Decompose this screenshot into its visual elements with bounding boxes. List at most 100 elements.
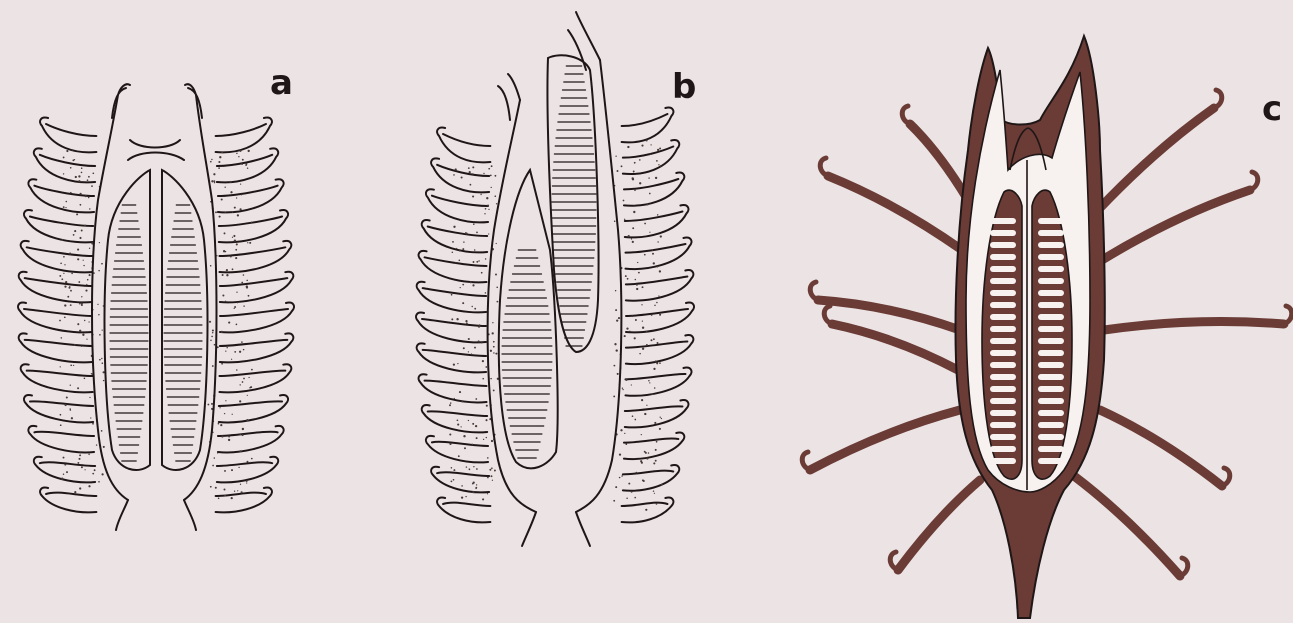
panel-b-right-spine	[626, 335, 694, 364]
panel-c-left-bar	[990, 254, 1016, 260]
stipple-dot	[461, 485, 463, 487]
stipple-dot	[632, 415, 634, 417]
stipple-dot	[496, 203, 497, 204]
panel-a-left-spine	[40, 488, 96, 513]
panel-c-left-bar	[990, 326, 1016, 332]
stipple-dot	[70, 192, 72, 194]
stipple-dot	[99, 359, 101, 361]
stipple-dot	[232, 414, 233, 415]
stipple-dot	[488, 209, 489, 210]
stipple-dot	[646, 457, 648, 459]
panel-b-right-spines	[622, 108, 694, 523]
stipple-dot	[659, 148, 661, 150]
panel-a-right-spine	[216, 488, 272, 513]
panel-a-left-spine	[21, 241, 93, 272]
stipple-dot	[248, 377, 249, 378]
stipple-dot	[618, 317, 620, 319]
stipple-dot	[488, 168, 490, 170]
stipple-dot	[234, 240, 236, 242]
stipple-dot	[494, 470, 496, 472]
stipple-dot	[213, 173, 215, 175]
stipple-dot	[240, 183, 241, 184]
stipple-dot	[661, 418, 662, 419]
stipple-dot	[491, 440, 493, 442]
stipple-dot	[66, 396, 68, 398]
stipple-dot	[77, 387, 79, 389]
stipple-dot	[251, 222, 252, 223]
stipple-dot	[63, 457, 65, 459]
stipple-dot	[212, 329, 214, 331]
stipple-dot	[103, 371, 105, 373]
stipple-dot	[86, 338, 87, 339]
stipple-dot	[456, 318, 458, 320]
panel-b-hatching	[502, 66, 596, 458]
stipple-dot	[643, 480, 645, 482]
stipple-dot	[614, 220, 616, 222]
stipple-dot	[650, 144, 651, 145]
stipple-dot	[218, 498, 220, 500]
stipple-dot	[70, 167, 72, 169]
panel-a-right-spine	[217, 457, 278, 483]
panel-a-right-spine	[216, 118, 272, 153]
stipple-dot	[211, 180, 213, 182]
panel-c-arm-hook	[1214, 90, 1222, 108]
stipple-dot	[65, 207, 66, 208]
stipple-dot	[455, 168, 457, 170]
panel-c-arm-hook	[1250, 172, 1258, 190]
panel-c-right-bar	[1038, 386, 1064, 392]
stipple-dot	[78, 281, 80, 283]
stipple-dot	[218, 423, 220, 425]
stipple-dot	[66, 201, 68, 203]
stipple-dot	[476, 468, 478, 470]
stipple-dot	[98, 270, 100, 272]
stipple-dot	[212, 332, 213, 333]
stipple-dot	[493, 352, 494, 353]
stipple-dot	[653, 490, 654, 491]
stipple-dot	[221, 152, 223, 154]
stipple-dot	[92, 473, 94, 475]
stipple-dot	[492, 480, 493, 481]
panel-c-left-bar	[990, 410, 1016, 416]
stipple-dot	[641, 304, 642, 305]
stipple-dot	[237, 214, 239, 216]
stipple-dot	[77, 323, 79, 325]
stipple-dot	[63, 156, 65, 158]
stipple-dot	[481, 272, 483, 274]
stipple-dot	[485, 419, 487, 421]
stipple-dot	[209, 321, 211, 323]
stipple-dot	[472, 491, 474, 493]
stipple-dot	[214, 457, 216, 459]
stipple-dot	[634, 190, 636, 192]
panel-c-right-bar	[1038, 290, 1064, 296]
stipple-dot	[634, 497, 636, 499]
stipple-dot	[649, 382, 650, 383]
panel-c-left-bar	[990, 398, 1016, 404]
stipple-dot	[642, 348, 644, 350]
panel-c-left-bar	[990, 458, 1016, 464]
stipple-dot	[466, 322, 468, 324]
stipple-dot	[223, 250, 225, 252]
stipple-dot	[210, 265, 212, 267]
stipple-dot	[646, 139, 648, 141]
stipple-dot	[241, 341, 243, 343]
panel-c-right-bar	[1038, 410, 1064, 416]
stipple-dot	[462, 284, 464, 286]
stipple-dot	[246, 280, 248, 282]
stipple-dot	[469, 468, 471, 470]
stipple-dot	[237, 490, 238, 491]
stipple-dot	[656, 503, 658, 505]
stipple-dot	[627, 146, 629, 148]
stipple-dot	[101, 263, 103, 265]
stipple-dot	[474, 249, 476, 251]
stipple-dot	[83, 260, 84, 261]
stipple-dot	[469, 171, 471, 173]
stipple-dot	[59, 320, 61, 322]
stipple-dot	[465, 496, 466, 497]
stipple-dot	[468, 420, 469, 421]
stipple-dot	[483, 439, 484, 440]
stipple-dot	[463, 435, 465, 437]
stipple-dot	[485, 366, 487, 368]
stipple-dot	[225, 301, 226, 302]
stipple-dot	[234, 308, 235, 309]
stipple-dot	[628, 483, 630, 485]
